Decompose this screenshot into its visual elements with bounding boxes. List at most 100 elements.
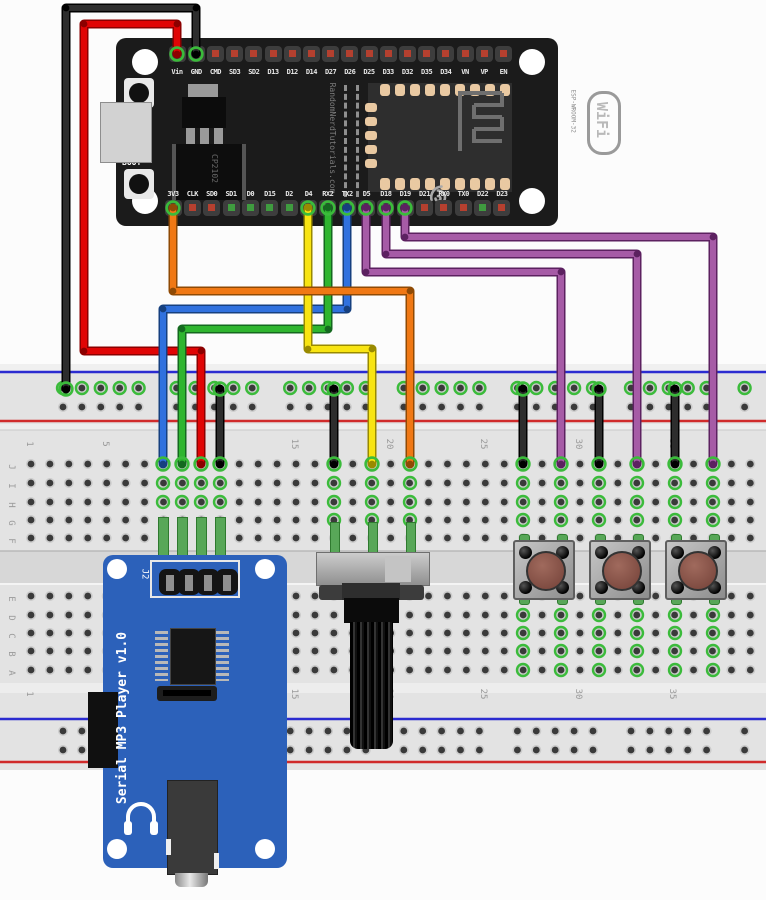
mp3-decoder-chip	[170, 628, 216, 685]
mounting-hole	[107, 839, 127, 859]
svg-text:15: 15	[289, 439, 299, 450]
pot-body	[316, 552, 430, 586]
esp32-pin-label-d32: D32	[401, 68, 414, 76]
esp32-pin-d22	[474, 200, 492, 216]
esp32-pin-sd3	[226, 46, 244, 62]
esp32-pin-d2	[280, 200, 298, 216]
regulator-leg	[186, 128, 195, 144]
usb-connector	[100, 102, 152, 163]
mounting-hole	[107, 559, 127, 579]
svg-text:25: 25	[478, 689, 488, 700]
esp32-pin-tx2	[338, 200, 356, 216]
esp32-pin-label-d5: D5	[362, 190, 371, 198]
esp32-pin-d33	[379, 46, 397, 62]
voltage-regulator	[182, 97, 226, 128]
mp3-header-j2	[150, 560, 240, 598]
esp32-pin-d18	[377, 200, 395, 216]
esp32-pin-label-sd0: SD0	[206, 190, 218, 198]
esp32-pin-label-d4: D4	[304, 190, 313, 198]
esp32-pin-label-vn: VN	[461, 68, 469, 76]
cp2102-label: CP2102	[209, 154, 219, 183]
esp32-pin-d25	[360, 46, 378, 62]
connector-j2-label: J2	[139, 568, 150, 580]
esp32-pin-clk	[183, 200, 201, 216]
esp32-pin-d32	[398, 46, 416, 62]
esp32-pin-label-d34: D34	[440, 68, 452, 76]
esp32-pin-label-d22: D22	[477, 190, 489, 198]
svg-text:H: H	[6, 502, 16, 507]
esp32-pin-rx0	[435, 200, 453, 216]
esp32-pin-d0	[241, 200, 259, 216]
audio-jack	[166, 780, 219, 875]
pot-pin-vcc	[406, 522, 416, 556]
pot-hub	[342, 583, 400, 600]
esp32-pin-d12	[283, 46, 301, 62]
module-name-text: ESP-WROOM-32	[569, 89, 577, 133]
esp32-pin-label-rx2: RX2	[322, 190, 334, 198]
mounting-hole	[519, 49, 545, 75]
voltage-regulator-tab	[188, 84, 218, 97]
esp32-pin-label-sd3: SD3	[229, 68, 241, 76]
svg-text:F: F	[6, 538, 16, 543]
pcb-antenna	[458, 91, 504, 151]
esp32-pin-d13	[264, 46, 282, 62]
esp32-pin-label-d33: D33	[382, 68, 395, 76]
svg-text:1: 1	[24, 691, 34, 696]
esp32-pin-vin	[168, 46, 186, 62]
push-button-2	[589, 540, 651, 600]
push-button-3	[665, 540, 727, 600]
esp32-pin-d4	[299, 200, 317, 216]
esp32-pin-d14	[302, 46, 320, 62]
serial-mp3-player-module: Serial MP3 Player v1.0 J2	[88, 555, 287, 887]
pot-knob-shaft	[350, 622, 393, 749]
svg-text:G: G	[6, 520, 16, 525]
esp32-pin-label-d25: D25	[363, 68, 375, 76]
esp32-pin-label-vp: VP	[480, 68, 488, 76]
esp32-pin-label-d18: D18	[380, 190, 392, 198]
esp32-pin-label-d19: D19	[399, 190, 412, 198]
mounting-hole	[255, 839, 275, 859]
esp32-pin-label-d26: D26	[344, 68, 356, 76]
esp32-pin-cmd	[206, 46, 224, 62]
esp32-pin-label-d23: D23	[496, 190, 508, 198]
esp32-pin-d35	[418, 46, 436, 62]
esp32-pin-en	[494, 46, 512, 62]
mounting-hole	[519, 188, 545, 214]
esp32-pin-d15	[261, 200, 279, 216]
pot-lug	[394, 585, 424, 600]
esp32-pin-d19	[396, 200, 414, 216]
esp32-pin-vp	[475, 46, 493, 62]
esp32-pin-label-en: EN	[499, 68, 508, 76]
esp32-pin-d21	[416, 200, 434, 216]
svg-text:5: 5	[100, 441, 110, 446]
perforation-line	[344, 85, 347, 197]
wifi-logo: WiFi	[587, 91, 621, 155]
svg-text:30: 30	[573, 439, 583, 450]
esp32-pin-sd0	[203, 200, 221, 216]
esp32-pin-label-d14: D14	[305, 68, 318, 76]
ic-pins	[155, 631, 168, 681]
esp32-pin-d34	[437, 46, 455, 62]
esp32-pin-sd2	[245, 46, 263, 62]
svg-text:C: C	[6, 633, 16, 638]
esp32-pin-label-d13: D13	[267, 68, 279, 76]
esp32-pin-label-d27: D27	[325, 68, 337, 76]
esp32-pin-d23	[493, 200, 511, 216]
svg-text:D: D	[6, 615, 16, 620]
svg-text:35: 35	[667, 689, 677, 700]
esp32-pin-label-d0: D0	[246, 190, 255, 198]
esp32-pin-d5	[358, 200, 375, 216]
perforation-line	[356, 85, 359, 197]
svg-text:15: 15	[289, 689, 299, 700]
ic-pins	[216, 631, 229, 681]
pot-pin-gnd	[330, 522, 340, 556]
headphone-icon	[124, 802, 158, 835]
svg-text:B: B	[6, 651, 16, 656]
mounting-hole	[132, 49, 158, 75]
esp32-pin-label-d35: D35	[421, 68, 433, 76]
svg-text:I: I	[6, 483, 16, 488]
mounting-hole	[255, 559, 275, 579]
esp32-pin-label-sd2: SD2	[248, 68, 260, 76]
esp32-pin-label-d21: D21	[418, 190, 431, 198]
pot-lug	[319, 585, 349, 600]
